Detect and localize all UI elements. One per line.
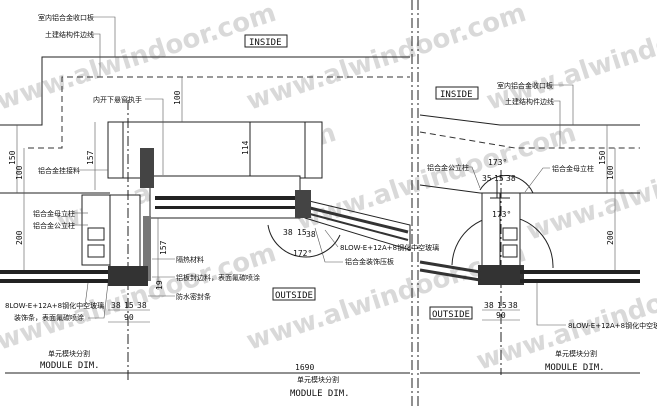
- svg-text:单元模块分割: 单元模块分割: [555, 349, 597, 358]
- svg-text:150: 150: [598, 150, 607, 165]
- svg-text:35: 35: [482, 174, 492, 183]
- svg-text:157: 157: [159, 240, 168, 255]
- svg-text:38: 38: [506, 174, 516, 183]
- svg-text:38: 38: [137, 301, 147, 310]
- svg-text:1690: 1690: [295, 363, 314, 372]
- svg-text:防水密封条: 防水密封条: [176, 292, 211, 301]
- watermark: www.alwindoor.com www.alwindoor.com www.…: [0, 0, 657, 377]
- svg-text:铝板封边料，表面氟碳喷涂: 铝板封边料，表面氟碳喷涂: [176, 273, 260, 282]
- outside-label-right: OUTSIDE: [429, 306, 473, 320]
- svg-text:38: 38: [111, 301, 121, 310]
- svg-text:室内铝合金收口板: 室内铝合金收口板: [38, 13, 94, 22]
- svg-text:铝合金公立柱: 铝合金公立柱: [33, 221, 75, 230]
- svg-text:38: 38: [283, 228, 293, 237]
- right-detail: 150 100 200 173° 35 15 38 173° 38 15 38 …: [419, 81, 657, 375]
- svg-text:100: 100: [15, 165, 24, 180]
- svg-text:150: 150: [8, 150, 17, 165]
- svg-text:MODULE DIM.: MODULE DIM.: [545, 363, 605, 373]
- svg-text:173°: 173°: [488, 158, 507, 167]
- svg-text:铝合金装饰压板: 铝合金装饰压板: [345, 257, 394, 266]
- svg-text:90: 90: [496, 311, 506, 320]
- svg-text:内开下悬窗执手: 内开下悬窗执手: [93, 95, 142, 104]
- svg-text:100: 100: [606, 165, 615, 180]
- svg-text:114: 114: [241, 140, 250, 155]
- svg-text:19: 19: [155, 280, 164, 290]
- svg-text:室内铝合金收口板: 室内铝合金收口板: [497, 81, 553, 90]
- svg-text:铝合金公立柱: 铝合金公立柱: [427, 163, 469, 172]
- svg-text:单元模块分割: 单元模块分割: [297, 375, 339, 384]
- svg-text:15: 15: [124, 301, 134, 310]
- svg-text:38: 38: [484, 301, 494, 310]
- svg-text:INSIDE: INSIDE: [440, 90, 473, 100]
- svg-text:装饰条，表面氟碳喷涂: 装饰条，表面氟碳喷涂: [14, 313, 84, 322]
- svg-text:15: 15: [494, 174, 504, 183]
- svg-text:200: 200: [606, 230, 615, 245]
- svg-text:MODULE DIM.: MODULE DIM.: [40, 361, 100, 371]
- svg-text:90: 90: [124, 313, 134, 322]
- svg-text:15: 15: [297, 228, 307, 237]
- svg-text:铝合金挂接料: 铝合金挂接料: [38, 166, 80, 175]
- svg-text:土建结构件边线: 土建结构件边线: [505, 97, 554, 106]
- svg-text:铝合金母立柱: 铝合金母立柱: [33, 209, 75, 218]
- svg-text:8LOW-E+12A+8钢化中空玻璃: 8LOW-E+12A+8钢化中空玻璃: [340, 243, 439, 252]
- left-detail: 150 100 200 100 114 86 157 38 15 38: [0, 13, 439, 380]
- inside-label-right: INSIDE: [435, 86, 479, 100]
- svg-text:172°: 172°: [293, 249, 312, 258]
- svg-text:200: 200: [15, 230, 24, 245]
- svg-text:土建结构件边线: 土建结构件边线: [45, 30, 94, 39]
- svg-text:OUTSIDE: OUTSIDE: [275, 291, 313, 301]
- outside-label-left: OUTSIDE: [272, 287, 316, 301]
- svg-text:INSIDE: INSIDE: [249, 38, 282, 48]
- svg-text:100: 100: [173, 90, 182, 105]
- svg-text:38: 38: [306, 230, 316, 239]
- svg-text:单元模块分割: 单元模块分割: [48, 349, 90, 358]
- svg-text:MODULE DIM.: MODULE DIM.: [290, 389, 350, 399]
- svg-text:173°: 173°: [492, 210, 511, 219]
- svg-text:157: 157: [86, 150, 95, 165]
- svg-text:8LOW-E+12A+8钢化中空玻璃: 8LOW-E+12A+8钢化中空玻璃: [5, 301, 104, 310]
- middle-span: 1690 单元模块分割 MODULE DIM.: [290, 0, 419, 407]
- svg-text:OUTSIDE: OUTSIDE: [432, 310, 470, 320]
- svg-text:铝合金母立柱: 铝合金母立柱: [552, 164, 594, 173]
- svg-text:8LOW-E+12A+8钢化中空玻璃: 8LOW-E+12A+8钢化中空玻璃: [568, 321, 657, 330]
- svg-text:15: 15: [497, 301, 507, 310]
- svg-text:38: 38: [508, 301, 518, 310]
- svg-text:隔热材料: 隔热材料: [176, 255, 204, 264]
- inside-label-left: INSIDE: [244, 34, 288, 48]
